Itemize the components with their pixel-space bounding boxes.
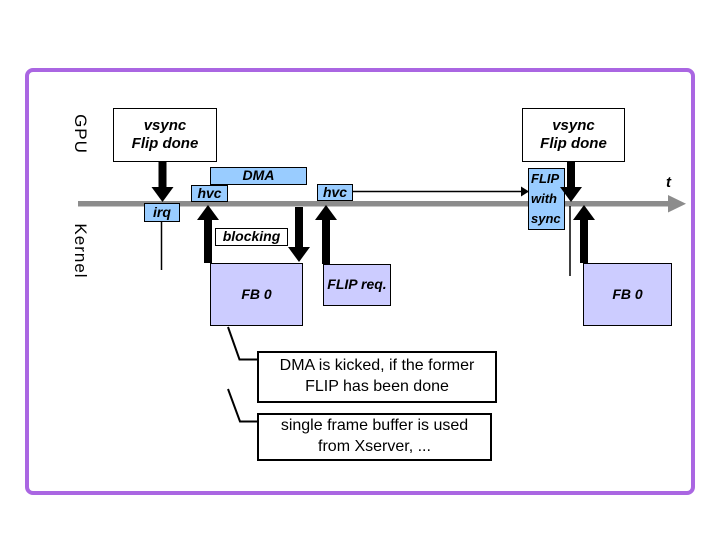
note-dma-kicked: DMA is kicked, if the former FLIP has be… [257, 351, 497, 403]
time-axis-label: t [666, 174, 671, 191]
lane-label-gpu: GPU [71, 114, 90, 154]
note-single-frame-buffer: single frame buffer is used from Xserver… [257, 413, 492, 461]
vsync-flip-done-box-left: vsync Flip done [113, 108, 217, 162]
flip-req-box: FLIP req. [323, 264, 391, 306]
blocking-box: blocking [215, 228, 288, 246]
lane-label-kernel: Kernel [71, 223, 90, 279]
hvc-box-second: hvc [317, 184, 353, 201]
vsync-flip-done-box-right: vsync Flip done [522, 108, 625, 162]
hvc-box-first: hvc [191, 185, 228, 202]
dma-box: DMA [210, 167, 307, 185]
fb0-box-right: FB 0 [583, 263, 672, 326]
irq-box: irq [144, 203, 180, 222]
flip-with-sync-box: FLIP with sync [528, 168, 565, 230]
fb0-box-left: FB 0 [210, 263, 303, 326]
